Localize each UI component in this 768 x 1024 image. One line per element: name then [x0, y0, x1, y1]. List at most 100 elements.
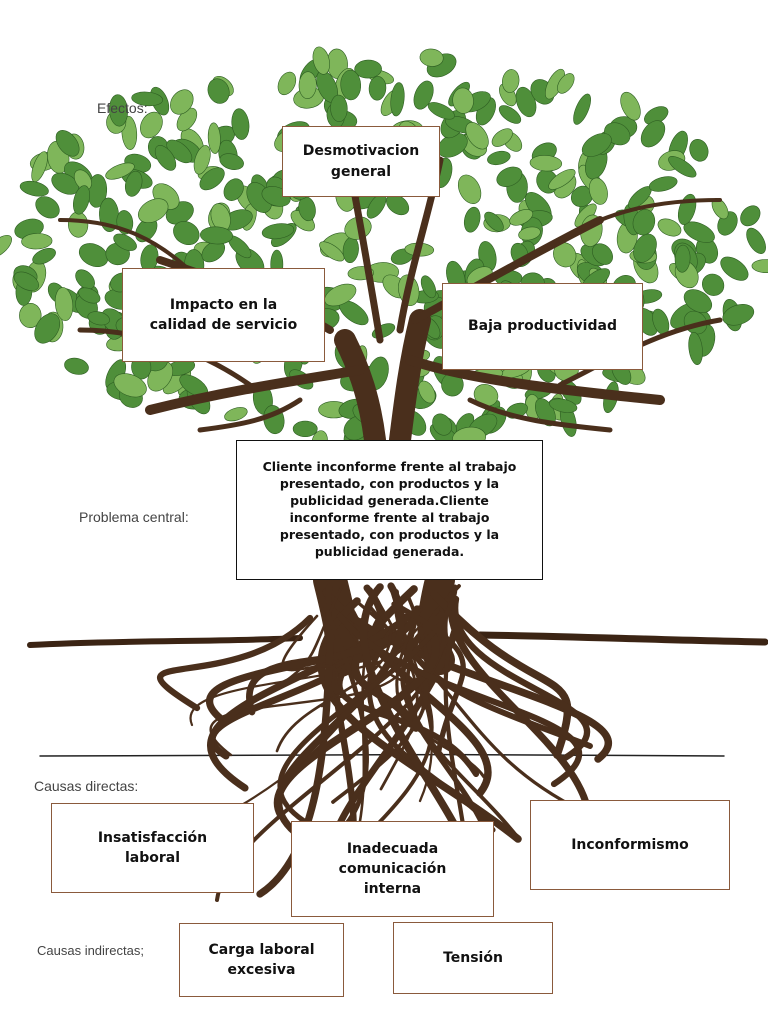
leaf [55, 130, 80, 157]
efecto-impacto: Impacto en la calidad de servicio [122, 268, 325, 362]
leaf [193, 145, 211, 175]
leaf [518, 226, 541, 241]
root [430, 590, 572, 759]
leaf [751, 259, 768, 274]
leaf [13, 271, 40, 291]
leaf [588, 177, 608, 205]
causa-carga-text: Carga laboral excesiva [208, 941, 315, 978]
leaf [502, 69, 520, 93]
leaf [330, 94, 348, 122]
root [281, 614, 339, 708]
root [369, 587, 419, 791]
leaf [64, 357, 89, 375]
leaf [688, 332, 703, 365]
causa-comunicacion-text: Inadecuada comunicación interna [338, 840, 447, 898]
leaf [35, 196, 60, 219]
root [275, 582, 405, 841]
leaf [32, 247, 56, 265]
causa-tension: Tensión [393, 922, 553, 994]
root [331, 594, 431, 804]
leaf [386, 194, 410, 216]
leaf [324, 283, 357, 307]
leaf [465, 122, 489, 150]
causas-indirectas-label: Causas indirectas; [37, 943, 144, 958]
leaf [420, 275, 437, 299]
causa-inconformismo-text: Inconformismo [571, 836, 689, 853]
leaf [620, 91, 641, 121]
leaf [78, 243, 109, 268]
leaf [19, 180, 49, 197]
leaf [219, 153, 244, 170]
leaf [200, 226, 233, 245]
root [156, 614, 314, 712]
leaf [224, 407, 248, 422]
causa-insatisfaccion: Insatisfacción laboral [51, 803, 254, 893]
causa-comunicacion: Inadecuada comunicación interna [291, 821, 494, 917]
leaf [432, 413, 452, 436]
causa-insatisfaccion-text: Insatisfacción laboral [97, 829, 208, 866]
leaf [573, 93, 591, 125]
leaf [54, 287, 74, 321]
leaf [581, 133, 612, 157]
root [395, 624, 486, 779]
efecto-baja-productividad: Baja productividad [442, 283, 643, 370]
leaf [67, 211, 89, 238]
leaf [312, 46, 330, 75]
leaf [131, 91, 164, 107]
leaf [390, 82, 405, 117]
leaf [722, 304, 755, 326]
efecto-impacto-text: Impacto en la calidad de servicio [149, 296, 298, 333]
leaf [509, 209, 534, 226]
leaf [73, 185, 90, 215]
leaf [340, 69, 362, 101]
leaf [557, 73, 575, 94]
causas-directas-label: Causas directas: [34, 778, 139, 794]
root [275, 625, 392, 753]
leaf [78, 287, 101, 304]
efectos-label: Efectos: [97, 100, 148, 116]
leaf [34, 313, 61, 344]
leaf [487, 150, 511, 166]
leaf [207, 78, 230, 104]
leaf [548, 169, 576, 190]
leaf [683, 221, 715, 243]
leaf [674, 244, 691, 273]
leaf [140, 111, 163, 139]
leaf [298, 71, 317, 99]
root [400, 611, 490, 838]
efecto-desmotivacion-text: Desmotivacion general [302, 143, 420, 180]
leaf [418, 380, 436, 404]
leaf [427, 102, 455, 120]
root [207, 605, 423, 792]
leaf [677, 193, 697, 225]
causa-inconformismo: Inconformismo [530, 800, 730, 890]
leaf [75, 269, 95, 290]
leaf [19, 303, 42, 328]
causa-tension-text: Tensión [443, 949, 503, 966]
root [336, 612, 583, 788]
leaf [457, 174, 482, 204]
leaf [292, 420, 318, 438]
leaf [277, 71, 297, 96]
root [277, 584, 458, 827]
leaf [529, 155, 563, 172]
leaf [138, 198, 169, 224]
leaf [0, 234, 12, 259]
leaf [592, 243, 613, 265]
leaf [633, 233, 657, 263]
leaf [109, 94, 128, 127]
leaf [720, 256, 749, 281]
leaf [648, 176, 678, 192]
problema-central-box: Cliente inconforme frente al trabajo pre… [236, 440, 543, 580]
leaf [549, 398, 578, 413]
leaf [105, 162, 135, 180]
leaf [170, 89, 194, 115]
leaf [640, 120, 666, 148]
leaf [207, 122, 221, 154]
leaf [261, 223, 295, 240]
root [452, 595, 591, 762]
leaf [491, 128, 513, 147]
efecto-desmotivacion: Desmotivacion general [282, 126, 440, 197]
leaf [319, 241, 345, 262]
leaf [746, 227, 766, 254]
